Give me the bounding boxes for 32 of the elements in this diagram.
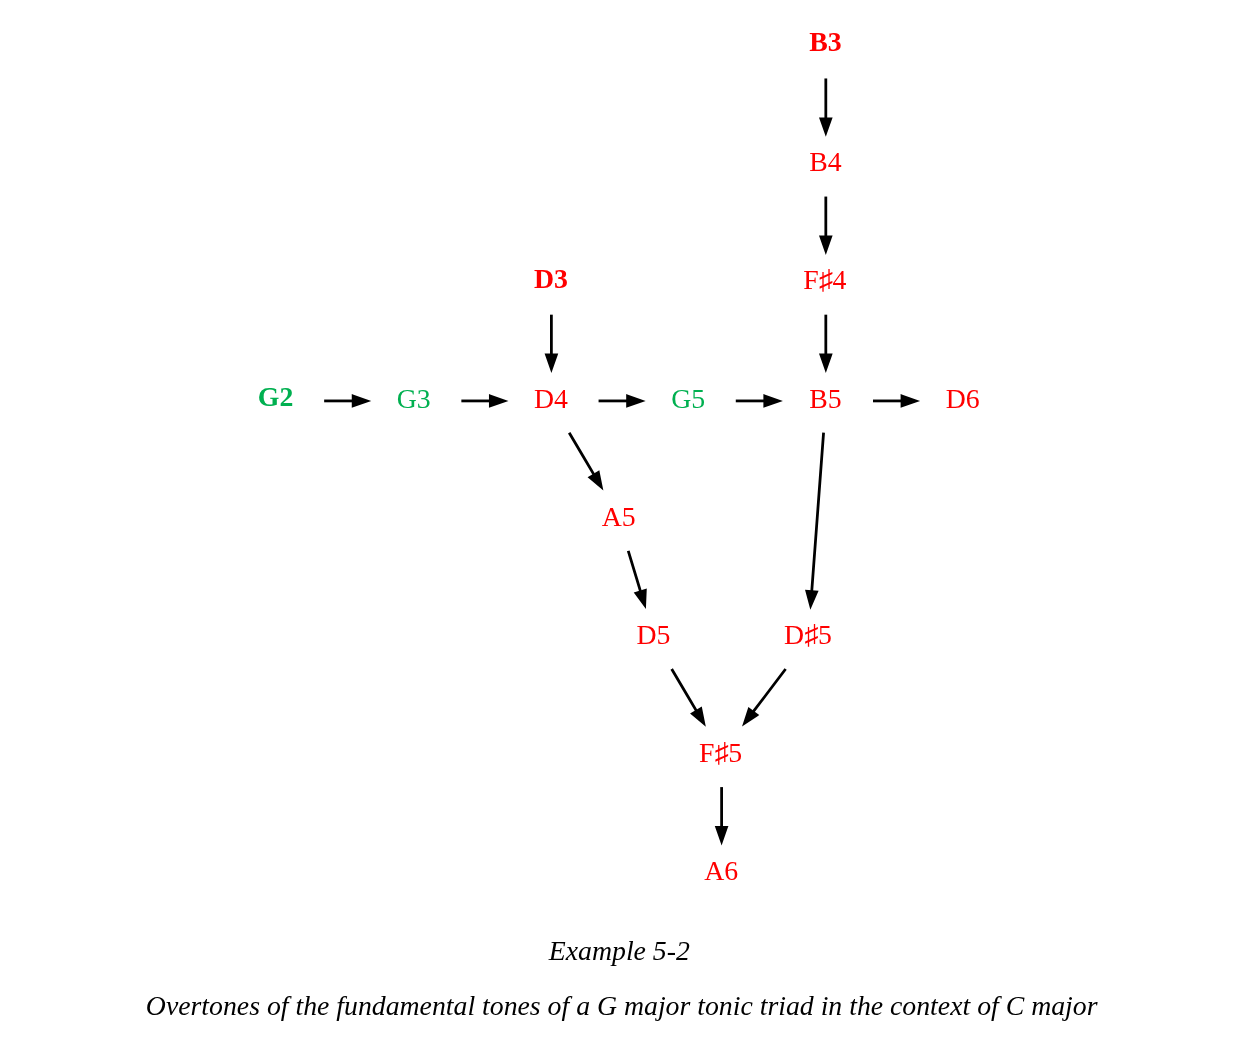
node-text: D♯5 bbox=[784, 618, 832, 650]
arrow bbox=[819, 314, 833, 374]
node-text: G2 bbox=[257, 380, 294, 412]
arrow bbox=[568, 432, 604, 491]
arrow bbox=[324, 394, 372, 408]
node-text: B5 bbox=[809, 382, 842, 414]
node-text: D3 bbox=[534, 262, 568, 294]
node-text: D6 bbox=[945, 382, 980, 414]
arrow bbox=[819, 196, 833, 255]
node-text: F♯5 bbox=[699, 736, 743, 768]
node-text: D5 bbox=[636, 618, 671, 650]
arrow bbox=[805, 432, 825, 610]
arrow bbox=[544, 314, 559, 374]
arrow bbox=[598, 394, 646, 408]
arrow bbox=[819, 78, 833, 137]
node-text: B4 bbox=[809, 146, 842, 178]
arrow bbox=[873, 394, 921, 408]
diagram-title: Example 5-2 bbox=[548, 934, 690, 966]
arrow bbox=[735, 394, 783, 408]
arrow bbox=[714, 787, 729, 846]
arrow bbox=[461, 394, 509, 408]
node-text: A5 bbox=[601, 500, 636, 532]
arrow bbox=[626, 550, 647, 610]
arrow bbox=[670, 668, 706, 727]
caption: Overtones of the fundamental tones of a G major tonic triad in the context of C major bbox=[145, 990, 1098, 1022]
node-text: B3 bbox=[809, 26, 842, 58]
node-text: D4 bbox=[534, 382, 568, 414]
node-text: A6 bbox=[704, 854, 739, 886]
arrow bbox=[742, 668, 787, 727]
node-text: F♯4 bbox=[803, 264, 847, 296]
node-text: G3 bbox=[396, 382, 431, 414]
node-text: G5 bbox=[671, 382, 706, 414]
